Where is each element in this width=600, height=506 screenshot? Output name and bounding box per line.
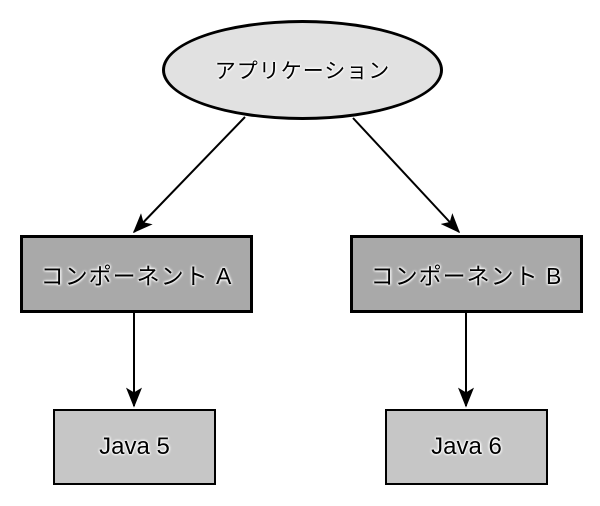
- node-component-a-label: コンポーネント A: [40, 263, 233, 289]
- node-component-b: コンポーネント B: [350, 235, 583, 313]
- node-java-5-label: Java 5: [99, 433, 170, 460]
- node-java-6-label: Java 6: [431, 433, 502, 460]
- node-component-b-label: コンポーネント B: [370, 263, 563, 289]
- edge-application-to-component-a: [132, 116, 246, 234]
- edge-application-to-component-b: [352, 117, 461, 234]
- node-java-5: Java 5: [53, 409, 216, 485]
- node-java-6: Java 6: [385, 409, 548, 485]
- node-application-label: アプリケーション: [214, 60, 391, 83]
- node-component-a: コンポーネント A: [20, 235, 253, 313]
- node-application: アプリケーション: [162, 20, 443, 120]
